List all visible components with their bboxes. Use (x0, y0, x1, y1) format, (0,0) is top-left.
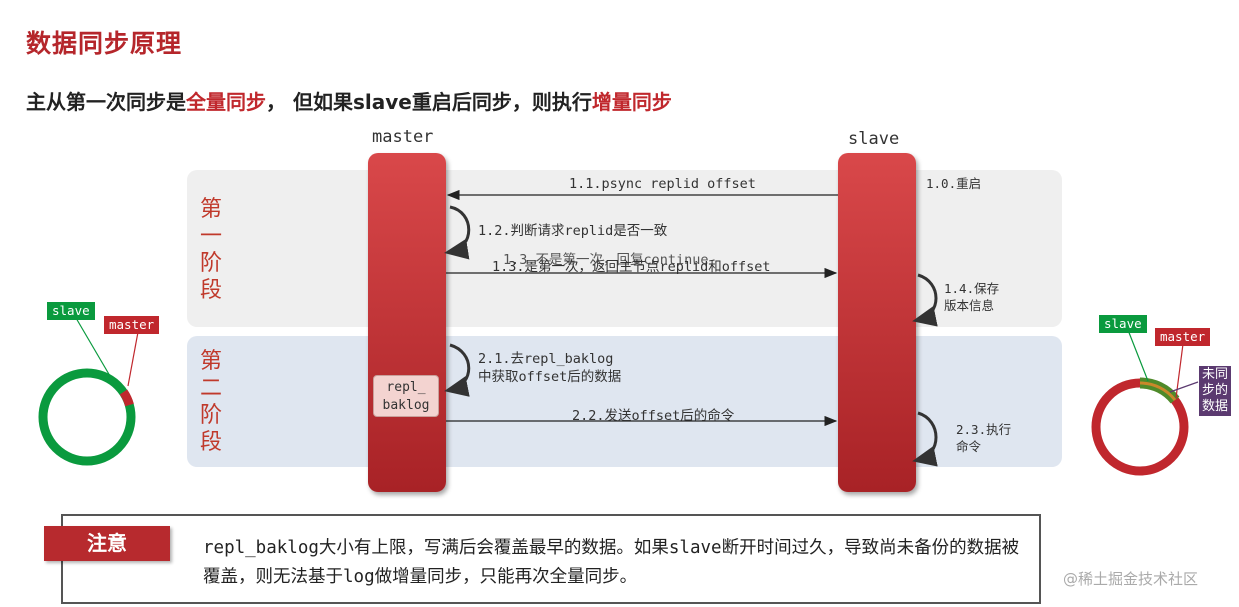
right-unsynced-pointer (1169, 381, 1199, 393)
left-slave-pointer (75, 317, 111, 377)
master-lifeline (368, 153, 446, 492)
left-ring-master-segment (119, 389, 134, 407)
msg-1-0: 1.0.重启 (926, 176, 982, 191)
subtitle-highlight-full-sync: 全量同步 (186, 90, 266, 114)
repl-baklog-box: repl_ baklog (373, 375, 439, 417)
msg-1-3b: 1.3.是第一次，返回主节点replid和offset (492, 259, 771, 275)
right-slave-tag: slave (1099, 315, 1147, 333)
subtitle-part1: 主从第一次同步是 (26, 90, 186, 114)
right-master-tag: master (1155, 328, 1211, 346)
note-box (61, 514, 1041, 604)
left-slave-tag: slave (47, 302, 95, 320)
note-tag: 注意 (44, 526, 170, 561)
phase2-label: 第 二 阶 段 (199, 349, 222, 455)
subtitle-highlight-incremental-sync: 增量同步 (591, 90, 672, 114)
left-master-pointer (127, 331, 139, 387)
watermark: @稀土掘金技术社区 (1063, 570, 1199, 588)
msg-1-2: 1.2.判断请求replid是否一致 (478, 223, 668, 239)
loop-2-1 (444, 343, 471, 397)
left-ring (38, 368, 136, 466)
slave-lifeline (838, 153, 916, 492)
slave-column-label: slave (848, 129, 900, 149)
loop-1-4 (912, 273, 938, 327)
page-title: 数据同步原理 (26, 29, 183, 58)
left-master-tag: master (104, 316, 160, 334)
msg-2-2: 2.2.发送offset后的命令 (572, 408, 735, 424)
msg-1-4: 1.4.保存 版本信息 (944, 281, 1000, 313)
right-slave-pointer (1127, 329, 1149, 382)
msg-1-3a: 1.3.不是第一次，回复continue (503, 252, 709, 268)
msg-2-1: 2.1.去repl_baklog 中获取offset后的数据 (478, 351, 622, 385)
msg-1-1: 1.1.psync replid offset (569, 176, 756, 192)
phase1-label: 第 一 阶 段 (199, 197, 222, 303)
subtitle: 主从第一次同步是全量同步， 但如果slave重启后同步，则执行增量同步 (26, 86, 672, 115)
unsynced-data-label: 未同步的数据 (1199, 366, 1231, 416)
note-text: repl_baklog大小有上限，写满后会覆盖最早的数据。如果slave断开时间… (203, 538, 1020, 587)
phase1-box (187, 170, 1062, 327)
phase2-box (187, 336, 1062, 467)
msg-2-3: 2.3.执行 命令 (956, 422, 1012, 454)
master-column-label: master (372, 127, 434, 147)
loop-2-3 (912, 411, 938, 467)
loop-1-2 (444, 205, 471, 260)
subtitle-part2: ， 但如果slave重启后同步，则执行 (266, 90, 592, 114)
